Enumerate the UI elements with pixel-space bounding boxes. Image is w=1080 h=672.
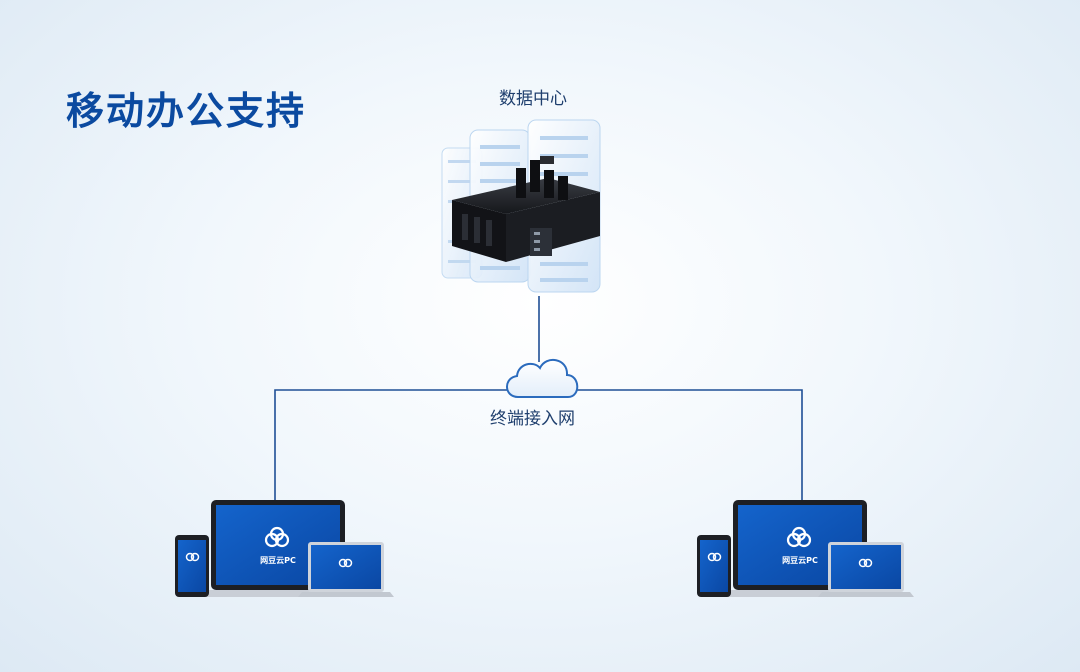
- page-title: 移动办公支持: [66, 89, 307, 133]
- connection-lines: [274, 296, 803, 502]
- network-label: 终端接入网: [490, 409, 575, 429]
- brand-label: 网豆云PC: [782, 556, 818, 565]
- small-laptop-icon: [298, 542, 394, 597]
- cloud-pc-logo-icon: [786, 526, 812, 548]
- data-center-label: 数据中心: [499, 89, 567, 109]
- cloud-icon: [506, 359, 579, 398]
- server-icon: [441, 119, 601, 293]
- cloud-pc-logo-icon: [264, 526, 290, 548]
- left-branch-line: [274, 389, 512, 502]
- server-chassis: [452, 156, 600, 262]
- phone-icon: [175, 535, 209, 597]
- right-branch-line: [566, 389, 803, 502]
- phone-icon: [697, 535, 731, 597]
- brand-label: 网豆云PC: [260, 556, 296, 565]
- left-device-cluster: 网豆云PC: [175, 500, 394, 597]
- small-laptop-icon: [818, 542, 914, 597]
- right-device-cluster: 网豆云PC: [697, 500, 914, 597]
